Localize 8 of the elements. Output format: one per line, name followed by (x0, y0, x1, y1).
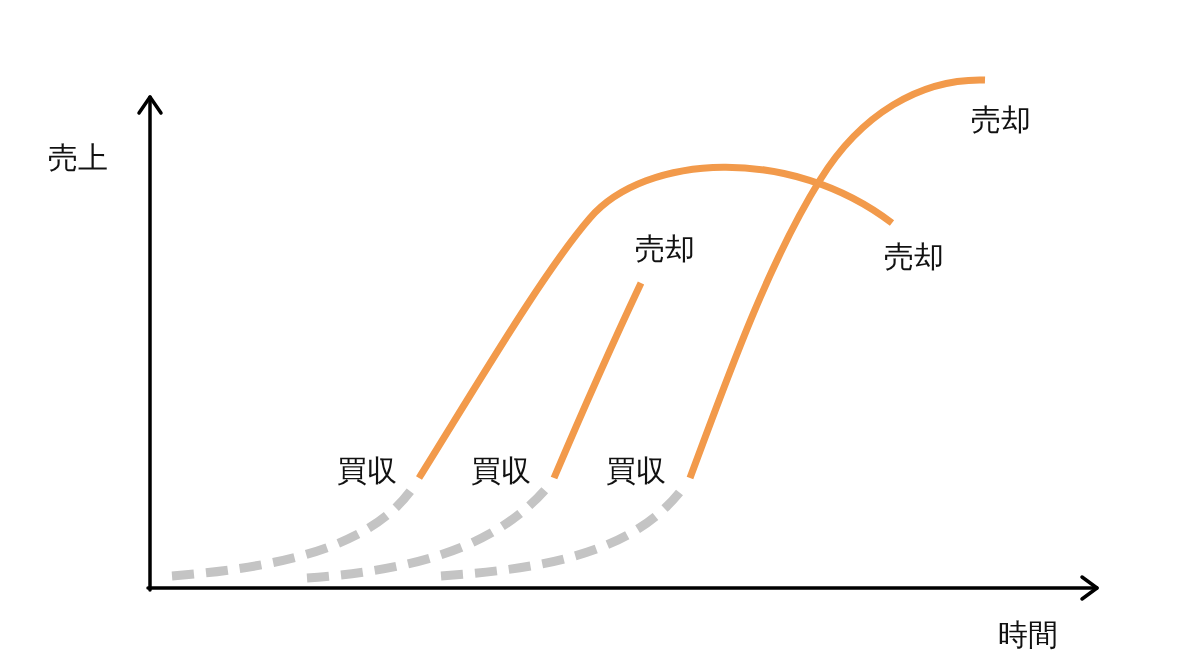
x-axis-label: 時間 (998, 620, 1058, 650)
acquisition-label: 買収 (606, 456, 666, 486)
acquisition-label: 買収 (471, 456, 531, 486)
sale-label: 売却 (884, 242, 944, 272)
sale-label: 売却 (635, 234, 695, 264)
y-axis-label: 売上 (48, 143, 108, 173)
sale-label: 売却 (971, 105, 1031, 135)
acquisition-label: 買収 (337, 456, 397, 486)
